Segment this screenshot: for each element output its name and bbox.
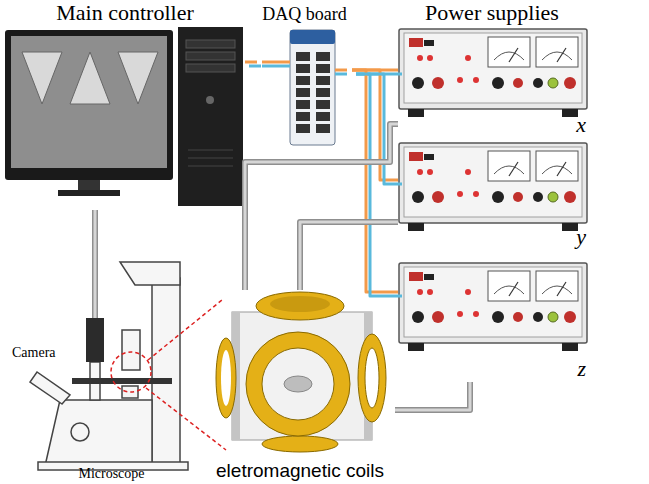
wire <box>300 222 398 290</box>
wire <box>395 382 470 410</box>
power-cable <box>300 222 398 290</box>
node-label: z <box>577 356 586 382</box>
daq-board: DAQ board <box>257 4 352 150</box>
wire <box>395 382 470 410</box>
node-label: DAQ board <box>262 4 346 25</box>
wire <box>245 124 398 290</box>
wire <box>356 74 402 184</box>
node-label: Microscope <box>78 466 144 482</box>
power-cable <box>245 124 398 290</box>
node-label: eletromagnetic coils <box>216 460 384 482</box>
node-label: y <box>576 224 586 250</box>
power-supply: z <box>398 262 590 382</box>
signal-cable <box>245 62 261 66</box>
wire <box>249 65 261 68</box>
wire <box>356 74 402 296</box>
coil-system: eletromagnetic coils <box>205 290 395 482</box>
wire <box>92 210 98 318</box>
signal-cable <box>352 70 402 296</box>
wire <box>245 61 257 64</box>
camera-label: Camera <box>12 345 56 361</box>
microscope: Microscope <box>20 318 203 482</box>
wire <box>352 70 398 292</box>
power-supply: x <box>398 28 590 138</box>
computer: Main controller <box>5 0 245 210</box>
wire <box>245 124 398 290</box>
node-label: Main controller <box>56 0 193 26</box>
power-cable <box>395 382 470 410</box>
node-label: x <box>576 112 586 138</box>
wire <box>300 222 398 290</box>
power-supply: y <box>398 142 590 250</box>
group-heading: Power supplies <box>425 0 559 26</box>
wire <box>94 210 97 318</box>
power-cable <box>95 210 96 318</box>
